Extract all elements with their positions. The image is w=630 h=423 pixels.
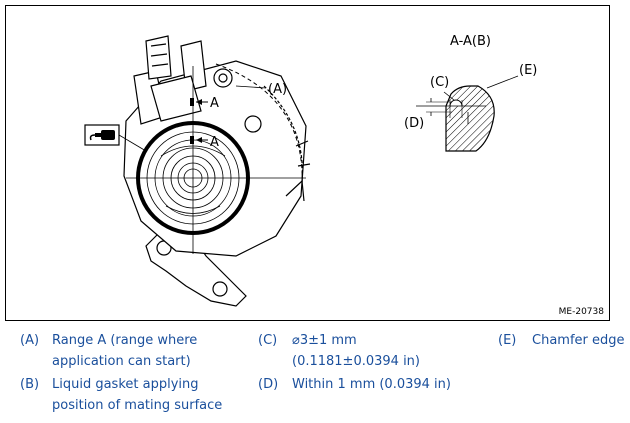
legend-text: Range A (range where — [52, 333, 198, 348]
section-title: A-A(B) — [450, 34, 491, 49]
diagram-frame: A A (A) A-A(B) — [5, 5, 610, 321]
range-a-arc — [215, 63, 303, 187]
pump-diagram: A A (A) A-A(B) — [84, 34, 537, 307]
pump-body — [123, 35, 311, 307]
section-mark-label-lower: A — [210, 135, 219, 150]
legend-key: (A) — [20, 333, 40, 348]
section-mark-label-upper: A — [210, 96, 219, 111]
legend-text: Within 1 mm (0.0394 in) — [292, 377, 451, 392]
label-d: (D) — [404, 116, 424, 131]
legend-text: Chamfer edge — [532, 333, 625, 348]
legend-key: (D) — [258, 377, 279, 392]
legend-text: (0.1181±0.0394 in) — [292, 354, 420, 369]
legend-key: (C) — [258, 333, 278, 348]
legend-text: ⌀3±1 mm — [292, 333, 357, 348]
label-c: (C) — [430, 75, 449, 90]
label-a: (A) — [268, 82, 287, 97]
legend-text: application can start) — [52, 354, 191, 369]
liquid-gasket-tube-icon — [84, 124, 147, 152]
legend-text: Liquid gasket applying — [52, 377, 199, 392]
figure-id: ME-20738 — [558, 307, 604, 317]
section-view: (C) (D) (E) — [404, 63, 537, 152]
legend-text: position of mating surface — [52, 398, 223, 413]
label-e: (E) — [519, 63, 537, 78]
section-mark-lower: A — [190, 135, 219, 150]
legend-key: (E) — [498, 333, 517, 348]
legend-key: (B) — [20, 377, 40, 392]
section-mark-upper: A — [190, 96, 219, 111]
